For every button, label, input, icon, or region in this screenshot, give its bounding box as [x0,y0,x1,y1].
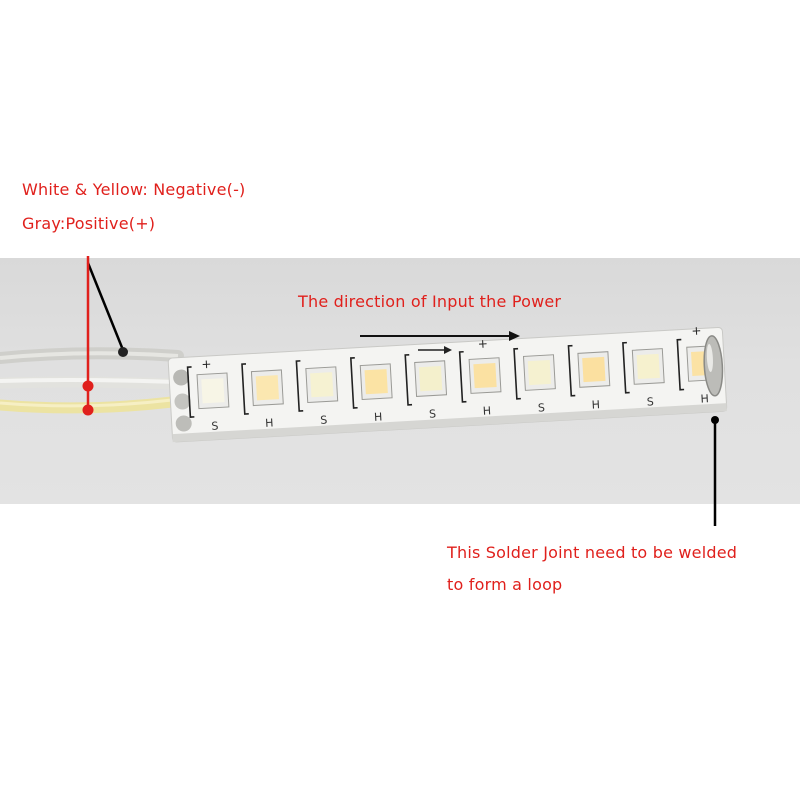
segment-bracket [349,357,358,409]
segment-label: H [482,404,491,417]
led-chip [255,375,280,401]
led-chip [582,356,606,383]
led-chip [310,372,334,398]
led-chip [418,366,443,392]
led-chip [364,369,388,395]
wiring-note-negative: White & Yellow: Negative(-) [22,180,246,199]
pointer-line-black [86,262,125,351]
segment-label: H [374,410,383,423]
segment-label: S [646,395,654,408]
segment-bracket [567,344,576,397]
segment-bracket [458,350,467,403]
solder-pad [173,369,190,386]
wiring-note-positive: Gray:Positive(+) [22,214,156,233]
segment-bracket [622,341,630,394]
segment-bracket [404,353,413,406]
segment-label: S [320,413,328,426]
segment-bracket [241,363,249,415]
direction-note: The direction of Input the Power [298,292,562,311]
annotation-lines [82,256,719,526]
polarity-mark: + [201,357,212,372]
polarity-mark: + [691,323,702,338]
segment-bracket [513,347,521,400]
segment-label: S [538,401,546,414]
led-chip [636,353,660,380]
segment-bracket [186,366,195,418]
segment-label: S [211,420,219,433]
segment-bracket [295,360,304,412]
solder-pad [174,393,191,410]
pcb-strip: S H S H S H S H S H + + + [167,323,728,443]
solder-pad [175,415,192,432]
segment-label: H [591,398,600,411]
segment-label: H [700,392,709,405]
led-chip [201,378,225,404]
led-chip [527,359,552,386]
segment-label: S [429,407,437,420]
segment-bracket [676,338,685,391]
solder-note-line2: to form a loop [447,575,563,594]
segment-label: H [265,416,274,429]
led-chip [473,362,497,389]
solder-note-line1: This Solder Joint need to be welded [447,543,738,562]
polarity-mark: + [477,336,488,351]
